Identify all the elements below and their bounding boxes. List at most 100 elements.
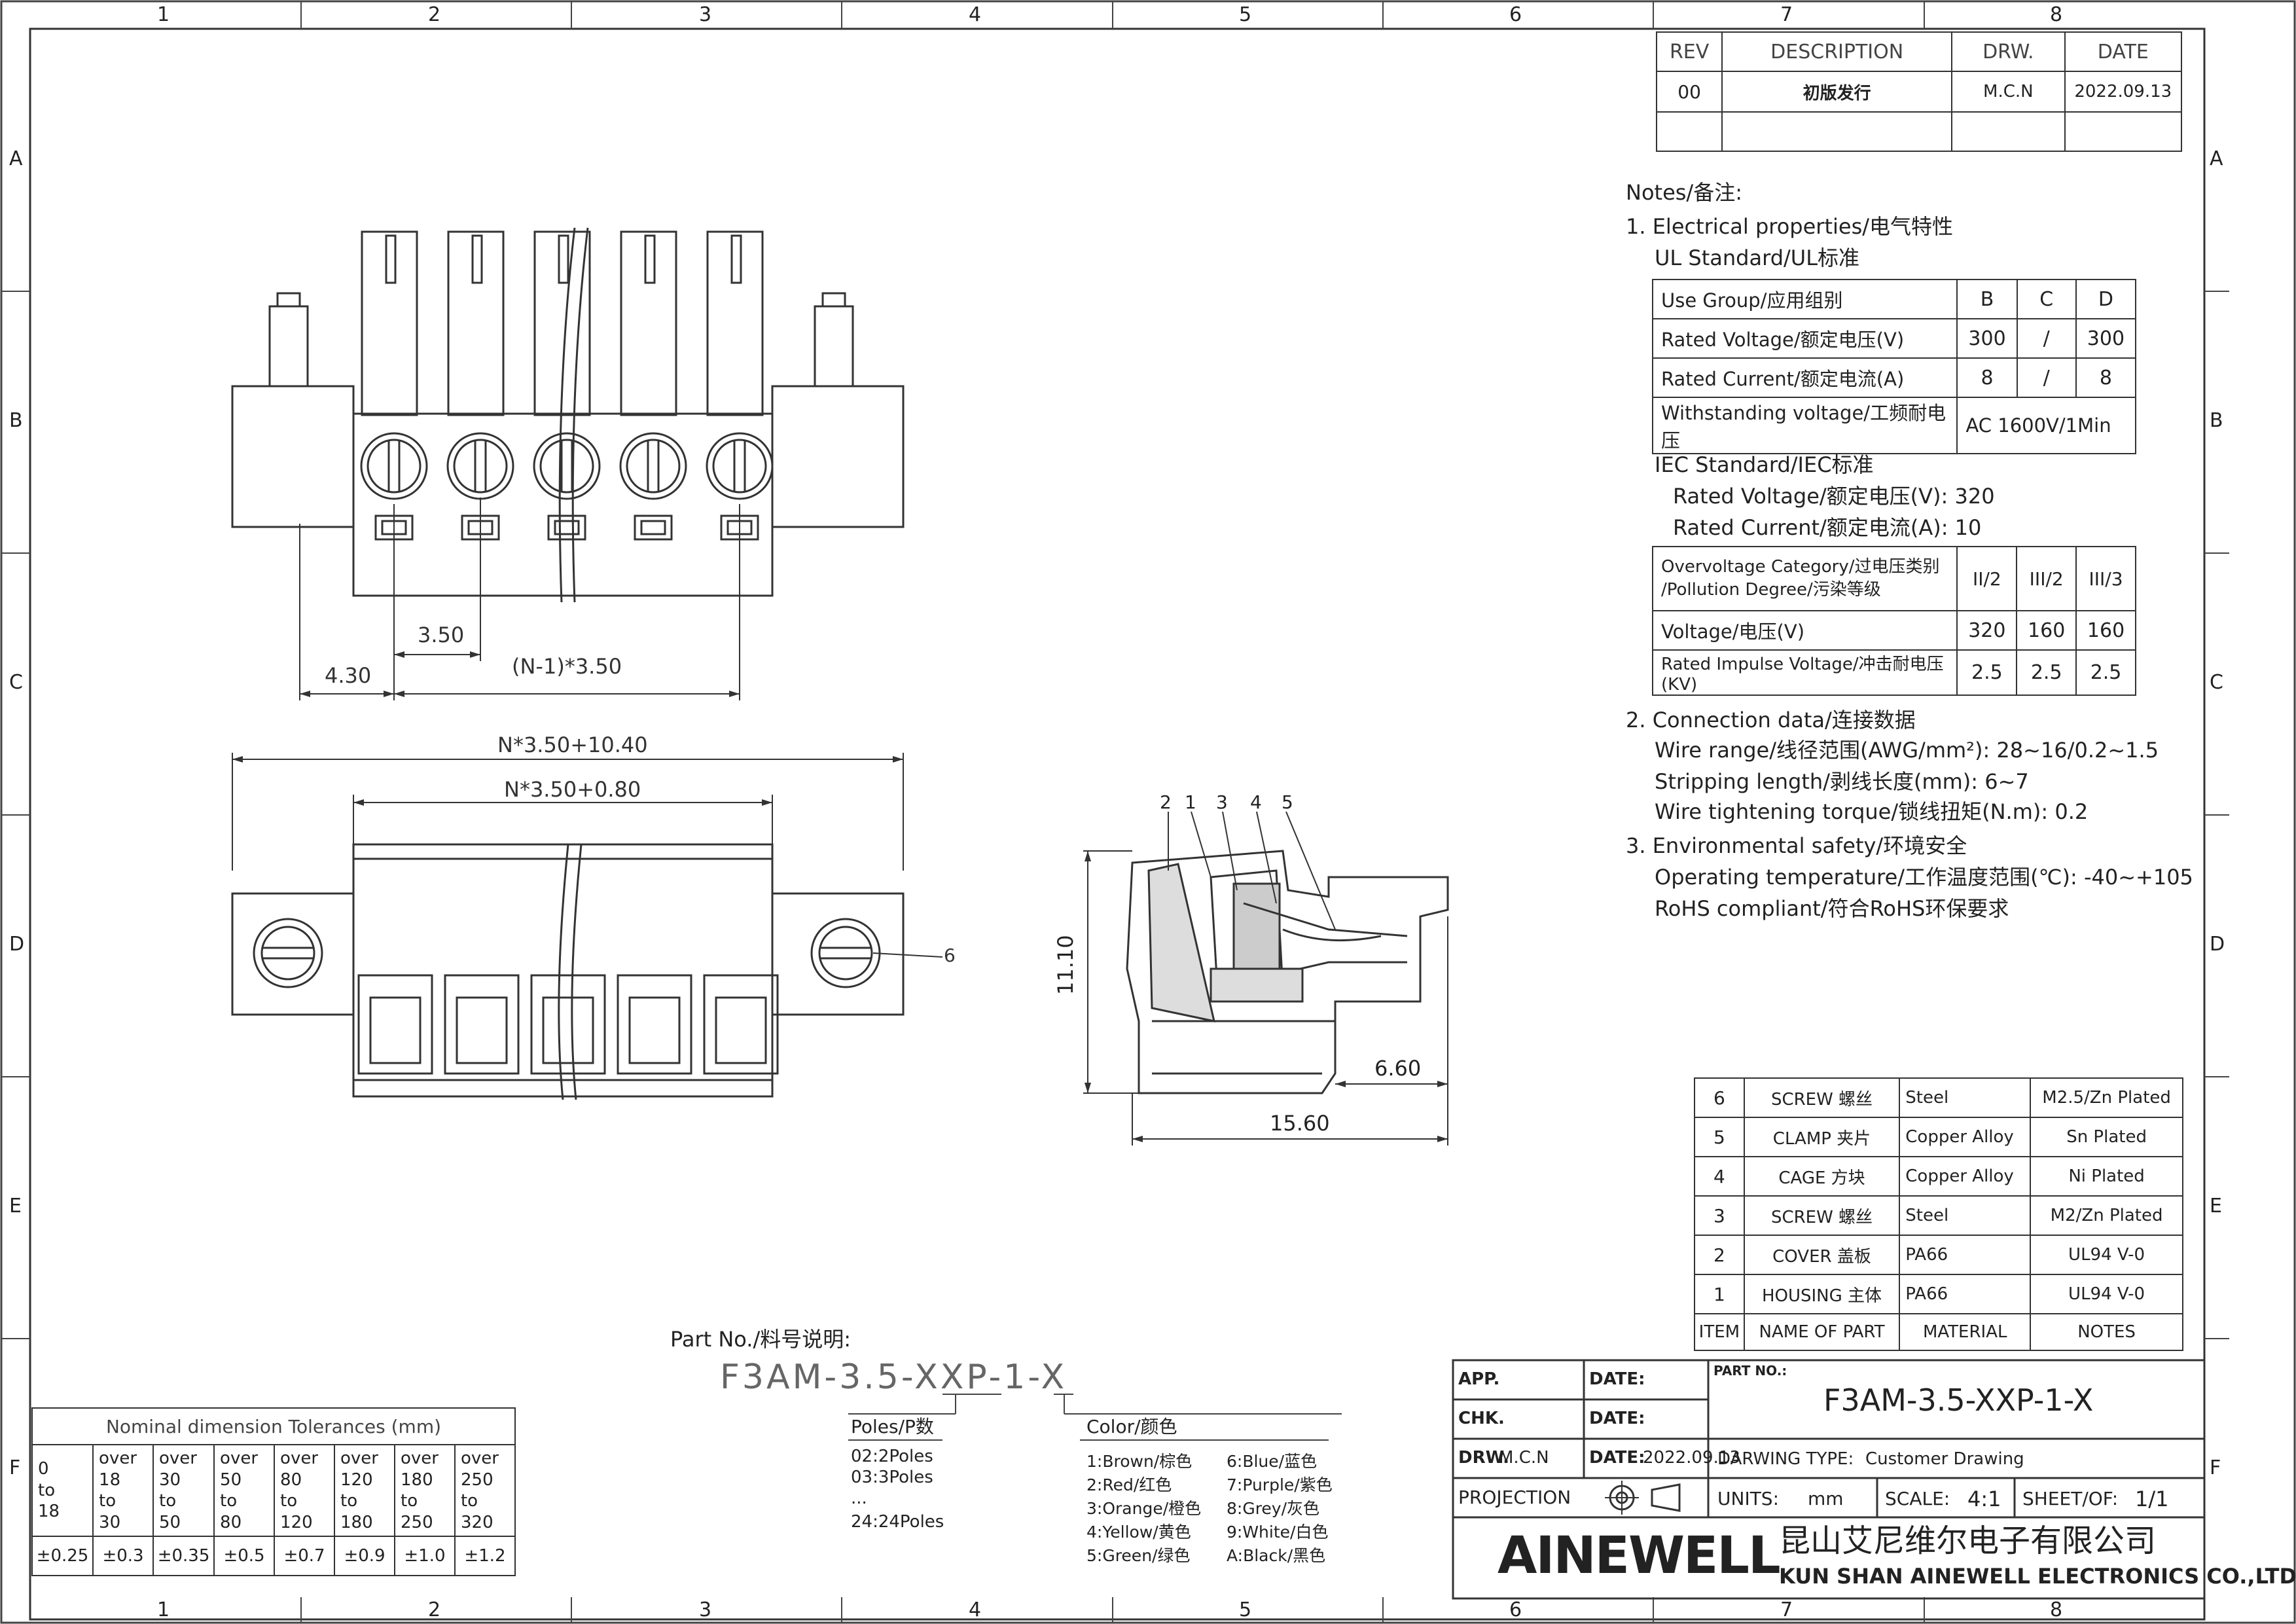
- notes-iec-standard: IEC Standard/IEC标准: [1655, 452, 1874, 477]
- zone-col-3: 3: [699, 3, 712, 26]
- poles-03: 03:3Poles: [851, 1468, 933, 1487]
- tol-value-3: ±0.35: [152, 1536, 215, 1576]
- iec-header-ii2: II/2: [1956, 546, 2018, 611]
- zone-row-b-right: B: [2210, 409, 2223, 432]
- tol-range-1-from: 0: [38, 1459, 49, 1479]
- ul-current-c: /: [2016, 357, 2077, 398]
- zone-col-1: 1: [157, 3, 170, 26]
- color-1: 1:Brown/棕色: [1086, 1452, 1193, 1471]
- dim-depth: 15.60: [1270, 1111, 1330, 1136]
- tol-value-7: ±1.0: [394, 1536, 456, 1576]
- zone-col-8: 8: [2050, 3, 2063, 26]
- dim-body: N*3.50+0.80: [504, 777, 641, 802]
- drw-header: DRW.: [1951, 31, 2066, 72]
- notes-title: Notes/备注:: [1626, 180, 1742, 205]
- color-5: 5:Green/绿色: [1086, 1546, 1191, 1565]
- notes-wire-range: Wire range/线径范围(AWG/mm²): 28~16/0.2~1.5: [1655, 738, 2159, 763]
- revision-table: REV DESCRIPTION DRW. DATE 00 初版发行 M.C.N …: [1655, 31, 2183, 152]
- bom-table: 6 SCREW 螺丝 Steel M2.5/Zn Plated 5 CLAMP …: [1694, 1077, 2183, 1351]
- bom-name-2: COVER 盖板: [1743, 1235, 1901, 1275]
- color-title: Color/颜色: [1086, 1416, 1177, 1437]
- title-app-date-label: DATE:: [1589, 1369, 1645, 1389]
- bom-item-2: 2: [1694, 1235, 1745, 1275]
- tol-range-6-end: 180: [340, 1512, 373, 1532]
- tol-value-2: ±0.3: [92, 1536, 154, 1576]
- tol-range-1-end: 18: [38, 1502, 60, 1522]
- title-chk-label: CHK.: [1458, 1409, 1505, 1428]
- iec-voltage-label: Voltage/电压(V): [1651, 610, 1958, 651]
- dim-overall: N*3.50+10.40: [497, 732, 648, 757]
- bom-material-6: Steel: [1899, 1077, 2032, 1118]
- zone-row-f: F: [9, 1456, 21, 1479]
- color-4: 4:Yellow/黄色: [1086, 1523, 1191, 1542]
- ul-current-label: Rated Current/额定电流(A): [1651, 357, 1958, 398]
- title-drw-label: DRW.: [1458, 1448, 1510, 1468]
- iec-voltage-3: 160: [2075, 610, 2136, 651]
- title-projection-label: PROJECTION: [1458, 1487, 1571, 1508]
- bom-notes-2: UL94 V-0: [2030, 1235, 2183, 1275]
- bom-item-1: 1: [1694, 1274, 1745, 1314]
- zone-row-a-right: A: [2210, 147, 2223, 170]
- callout-item-1: 1: [1185, 791, 1196, 813]
- tol-range-7-to: to: [401, 1491, 418, 1511]
- rev-header: REV: [1655, 31, 1723, 72]
- tol-range-4-end: 80: [220, 1512, 242, 1532]
- zone-row-c: C: [9, 671, 23, 694]
- iec-header-label: Overvoltage Category/过电压类别 /Pollution De…: [1651, 546, 1958, 611]
- ul-table: Use Group/应用组别 B C D Rated Voltage/额定电压(…: [1651, 279, 2137, 454]
- ul-current-d: 8: [2075, 357, 2137, 398]
- zone-row-d-right: D: [2210, 933, 2225, 956]
- zone-col-5: 5: [1239, 3, 1252, 26]
- title-drw-date-label: DATE:: [1589, 1448, 1645, 1468]
- bom-item-4: 4: [1694, 1156, 1745, 1197]
- bom-header-notes: NOTES: [2030, 1313, 2183, 1351]
- zone-col-1-bottom: 1: [157, 1598, 170, 1621]
- callout-item-2: 2: [1160, 791, 1172, 813]
- ul-withstand-value: AC 1600V/1Min: [1956, 397, 2136, 454]
- iec-impulse-label: Rated Impulse Voltage/冲击耐电压(KV): [1651, 649, 1958, 696]
- zone-row-e-right: E: [2210, 1195, 2222, 1218]
- zone-col-3-bottom: 3: [699, 1598, 712, 1621]
- poles-24: 24:24Poles: [851, 1512, 944, 1532]
- poles-ellipsis: ...: [851, 1489, 867, 1508]
- iec-impulse-3: 2.5: [2075, 649, 2136, 696]
- tol-range-8-from: over 250: [460, 1449, 499, 1490]
- tol-range-6-to: to: [340, 1491, 358, 1511]
- iec-impulse-1: 2.5: [1956, 649, 2018, 696]
- company-name-en: KUN SHAN AINEWELL ELECTRONICS CO.,LTD: [1779, 1564, 2296, 1589]
- zone-col-8-bottom: 8: [2050, 1598, 2063, 1621]
- tol-range-1-to: to: [38, 1480, 56, 1500]
- bom-item-3: 3: [1694, 1195, 1745, 1236]
- zone-row-b: B: [9, 409, 23, 432]
- title-drw-value: M.C.N: [1499, 1448, 1549, 1468]
- iec-voltage-2: 160: [2016, 610, 2077, 651]
- iec-header-line1: Overvoltage Category/过电压类别: [1661, 556, 1940, 577]
- zone-col-6: 6: [1509, 3, 1522, 26]
- notes-torque: Wire tightening torque/锁线扭矩(N.m): 0.2: [1655, 799, 2089, 824]
- description-value: 初版发行: [1721, 71, 1953, 113]
- bom-notes-6: M2.5/Zn Plated: [2030, 1077, 2183, 1118]
- color-9: 9:White/白色: [1227, 1523, 1329, 1542]
- tol-value-8: ±1.2: [454, 1536, 516, 1576]
- title-drawing-type: Customer Drawing: [1865, 1449, 2024, 1469]
- color-7: 7:Purple/紫色: [1227, 1475, 1333, 1494]
- notes-connection: 2. Connection data/连接数据: [1626, 708, 1916, 732]
- tol-range-8-to: to: [460, 1491, 478, 1511]
- zone-col-4-bottom: 4: [969, 1598, 982, 1621]
- zone-col-2-bottom: 2: [428, 1598, 441, 1621]
- tol-value-4: ±0.5: [213, 1536, 276, 1576]
- iec-header-line2: /Pollution Degree/污染等级: [1661, 580, 1881, 600]
- tol-range-3-from: over 30: [159, 1449, 197, 1490]
- color-3: 3:Orange/橙色: [1086, 1499, 1202, 1518]
- bom-header-name: NAME OF PART: [1743, 1313, 1901, 1351]
- zone-col-7-bottom: 7: [1780, 1598, 1793, 1621]
- notes-electrical: 1. Electrical properties/电气特性: [1626, 214, 1954, 239]
- color-8: 8:Grey/灰色: [1227, 1499, 1320, 1518]
- rev-value: 00: [1655, 71, 1723, 113]
- tol-value-1: ±0.25: [31, 1536, 94, 1576]
